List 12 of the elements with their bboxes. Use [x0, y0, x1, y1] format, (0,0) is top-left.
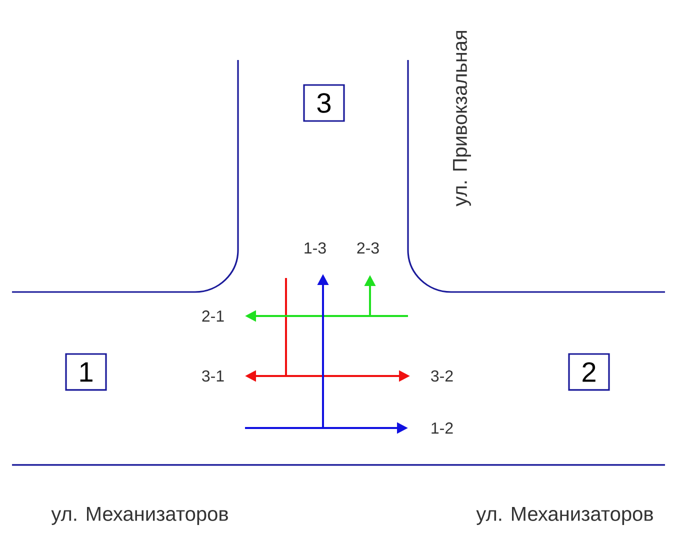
- arrow-label: 1-3: [304, 242, 326, 254]
- street-name: ул. Механизаторов: [476, 507, 653, 525]
- zone-number-box: 1: [65, 353, 107, 391]
- arrow-label: 2-1: [202, 310, 224, 322]
- arrow-label: 3-1: [202, 370, 224, 382]
- arrow-label: 2-3: [357, 242, 379, 254]
- arrow-label: 1-2: [432, 422, 453, 434]
- street-name: ул. Механизаторов: [51, 507, 228, 525]
- zone-number-box: 3: [303, 84, 345, 122]
- arrow-label: 3-2: [431, 370, 453, 382]
- zone-number-box: 2: [568, 353, 610, 391]
- street-name: ул. Привокзальная: [453, 31, 471, 206]
